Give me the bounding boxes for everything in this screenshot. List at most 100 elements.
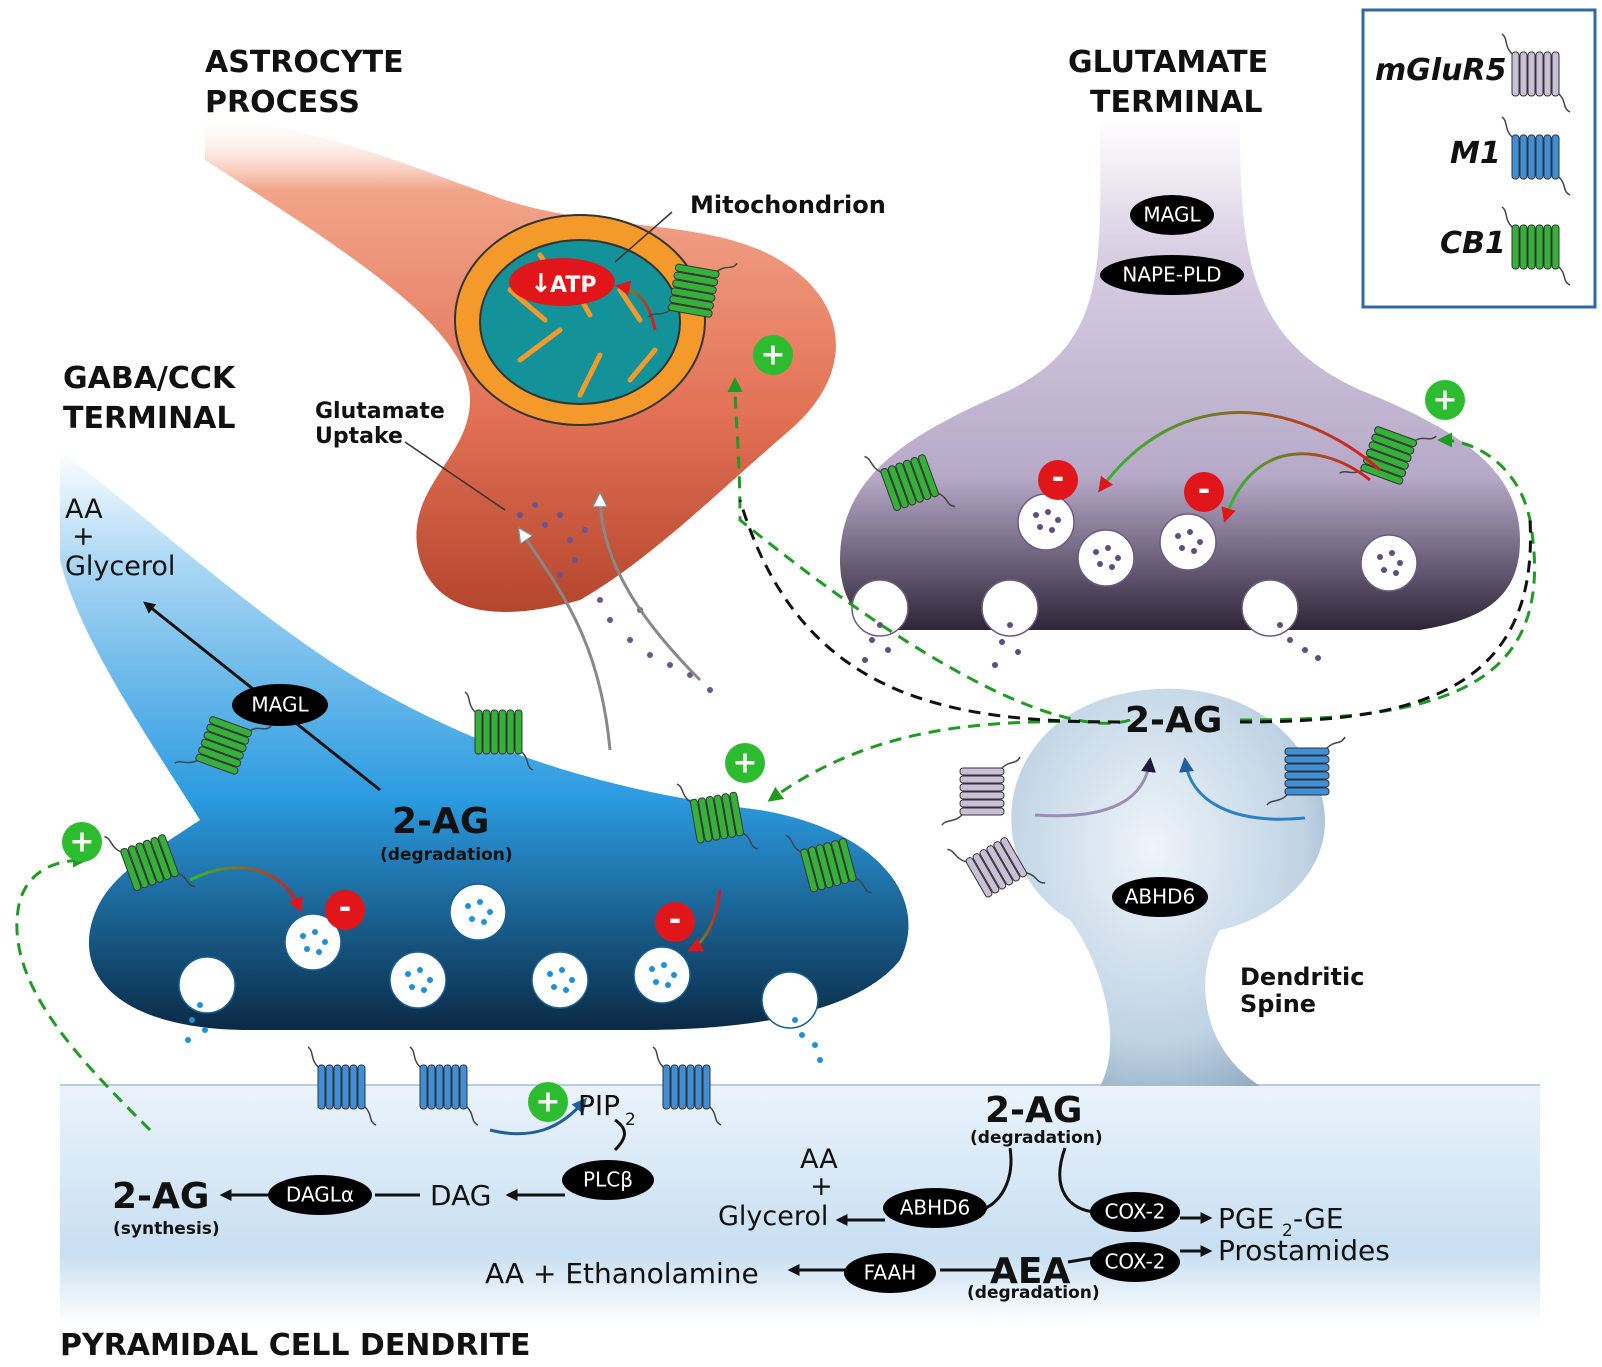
cox2-pill-a: COX-2 bbox=[1090, 1192, 1180, 1232]
pge-rest: -GE bbox=[1293, 1202, 1344, 1235]
svg-text:COX-2: COX-2 bbox=[1104, 1250, 1165, 1274]
plus-badges bbox=[62, 335, 1465, 1122]
glutamate-dots bbox=[517, 502, 713, 693]
enzyme-pills: MAGL NAPE-PLD MAGL ABHD6 DAGLα PLCβ ABHD… bbox=[232, 195, 1244, 1293]
abhd6-spine-pill: ABHD6 bbox=[1112, 877, 1208, 917]
pip-label: PIP bbox=[578, 1089, 620, 1122]
atp-arrow: ↓ bbox=[530, 269, 552, 299]
glutamate-terminal bbox=[840, 120, 1520, 630]
svg-text:PLCβ: PLCβ bbox=[583, 1168, 633, 1192]
mglur5-receptor-icon bbox=[947, 837, 1046, 898]
minus-icon bbox=[655, 902, 695, 942]
plus-sign: + bbox=[1432, 383, 1457, 418]
astrocyte-title-2: PROCESS bbox=[205, 85, 360, 120]
m1-receptor-icon bbox=[1266, 736, 1346, 806]
glutamate-title-1: GLUTAMATE bbox=[1068, 45, 1268, 80]
svg-text:NAPE-PLD: NAPE-PLD bbox=[1122, 263, 1221, 287]
dagla-pill: DAGLα bbox=[268, 1175, 372, 1215]
glutamate-uptake-2: Uptake bbox=[315, 424, 403, 449]
two-ag-dendrite: 2-AG bbox=[985, 1090, 1082, 1131]
mitochondrion bbox=[454, 214, 706, 426]
pge-label: PGE bbox=[1218, 1202, 1274, 1235]
m1-receptor-icon bbox=[652, 1046, 722, 1126]
glutamate-title-2: TERMINAL bbox=[1090, 85, 1263, 120]
gaba-title-2: TERMINAL bbox=[63, 401, 236, 436]
nape-pld-pill: NAPE-PLD bbox=[1100, 255, 1244, 295]
plcb-pill: PLCβ bbox=[562, 1160, 654, 1200]
minus-sign: - bbox=[669, 903, 681, 938]
svg-text:COX-2: COX-2 bbox=[1104, 1200, 1165, 1224]
legend: mGluR5 M1 CB1 bbox=[1361, 8, 1597, 309]
pge-sub: 2 bbox=[1282, 1221, 1293, 1241]
pip-sub: 2 bbox=[625, 1110, 636, 1130]
aea-label: AEA bbox=[990, 1251, 1070, 1292]
plus-icon bbox=[1425, 380, 1465, 420]
two-ag-synthesis: 2-AG bbox=[112, 1176, 209, 1217]
mitochondrion-label: Mitochondrion bbox=[690, 191, 886, 219]
legend-label-cb1: CB1 bbox=[1440, 226, 1506, 261]
cb1-legend-icon bbox=[1501, 206, 1571, 286]
svg-text:MAGL: MAGL bbox=[1143, 203, 1201, 227]
magl-glutamate-pill: MAGL bbox=[1130, 195, 1214, 235]
minus-sign: - bbox=[339, 891, 351, 926]
plus-sign: + bbox=[69, 825, 94, 860]
plus-icon bbox=[725, 743, 765, 783]
svg-text:ABHD6: ABHD6 bbox=[1125, 885, 1196, 909]
glycerol-dendrite: Glycerol bbox=[718, 1201, 828, 1232]
degradation-dendrite: (degradation) bbox=[970, 1128, 1103, 1148]
svg-text:ABHD6: ABHD6 bbox=[900, 1196, 971, 1220]
plus-sign: + bbox=[732, 746, 757, 781]
m1-receptor-icon bbox=[409, 1046, 479, 1126]
svg-text:DAGLα: DAGLα bbox=[286, 1183, 354, 1207]
spine-label-1: Dendritic bbox=[1240, 963, 1364, 991]
minus-icon bbox=[325, 890, 365, 930]
astrocyte-title-1: ASTROCYTE bbox=[205, 45, 404, 80]
minus-icon bbox=[1038, 460, 1078, 500]
plus-icon bbox=[753, 335, 793, 375]
glycerol-gaba: Glycerol bbox=[65, 551, 175, 582]
glutamate-vesicles bbox=[851, 493, 1418, 637]
minus-sign: - bbox=[1052, 461, 1064, 496]
cb1-receptor-icon bbox=[1339, 426, 1437, 485]
aa-gaba: AA bbox=[65, 494, 103, 525]
cox2-pill-b: COX-2 bbox=[1090, 1242, 1180, 1282]
mglur5-receptor-icon bbox=[941, 756, 1021, 826]
prostamides-label: Prostamides bbox=[1218, 1234, 1390, 1267]
gaba-cck-terminal bbox=[60, 450, 909, 1030]
minus-icon bbox=[1184, 472, 1224, 512]
spine-label-2: Spine bbox=[1240, 990, 1316, 1018]
plus-icon bbox=[528, 1082, 568, 1122]
plus-icon bbox=[62, 822, 102, 862]
plus-sign: + bbox=[760, 338, 785, 373]
glutamate-uptake-1: Glutamate bbox=[315, 399, 445, 424]
two-ag-gaba: 2-AG bbox=[392, 801, 489, 842]
cb1-receptor-icon bbox=[785, 834, 872, 894]
mglur5-legend-icon bbox=[1501, 33, 1571, 113]
degradation-gaba: (degradation) bbox=[380, 845, 513, 865]
abhd6-dendrite-pill: ABHD6 bbox=[883, 1188, 987, 1228]
m1-receptor-icon bbox=[307, 1046, 377, 1126]
gaba-vesicles bbox=[178, 883, 819, 1029]
plus-dendrite: + bbox=[810, 1171, 833, 1202]
svg-text:MAGL: MAGL bbox=[251, 693, 309, 717]
svg-text:FAAH: FAAH bbox=[864, 1261, 917, 1285]
m1-legend-icon bbox=[1501, 116, 1571, 196]
two-ag-spine: 2-AG bbox=[1125, 700, 1222, 741]
cb1-receptor-icon bbox=[647, 262, 738, 318]
pyramidal-title: PYRAMIDAL CELL DENDRITE bbox=[60, 1328, 531, 1363]
minus-sign: - bbox=[1198, 473, 1210, 508]
cb1-receptor-icon bbox=[676, 783, 758, 850]
cb1-receptor-icon bbox=[464, 691, 534, 771]
legend-label-m1: M1 bbox=[1450, 136, 1501, 171]
dag-label: DAG bbox=[430, 1179, 491, 1212]
synthesis-label: (synthesis) bbox=[113, 1219, 220, 1239]
degradation-aea: (degradation) bbox=[967, 1283, 1100, 1303]
aa-ethanolamine: AA + Ethanolamine bbox=[485, 1257, 759, 1290]
cb1-receptor-icon bbox=[174, 716, 272, 775]
gaba-title-1: GABA/CCK bbox=[63, 361, 237, 396]
plus-gaba: + bbox=[72, 521, 95, 552]
atp-reduce-arrow bbox=[615, 280, 657, 331]
cb1-receptor-icon bbox=[104, 834, 196, 892]
minus-badges bbox=[325, 460, 1224, 942]
